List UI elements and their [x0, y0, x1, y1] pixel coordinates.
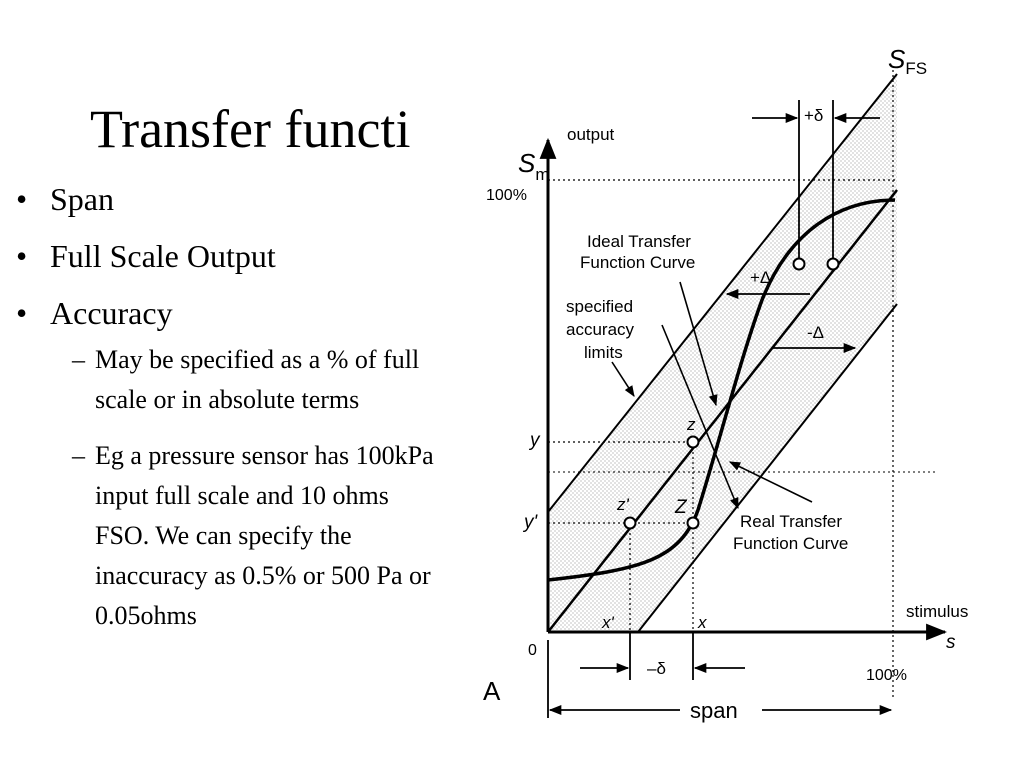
point-upper-right	[826, 257, 840, 271]
bullet-text: Accuracy	[50, 295, 173, 331]
s-fs-label: SFS	[888, 44, 927, 78]
real-curve-label-2: Function Curve	[733, 534, 848, 553]
real-curve-leader	[728, 461, 813, 503]
plus-big-delta-label: +Δ	[750, 268, 771, 287]
upper-accuracy-limit-line	[547, 73, 898, 513]
ideal-curve-leader	[679, 281, 718, 407]
lower-accuracy-limit-line	[637, 303, 898, 633]
bullet-text: Full Scale Output	[50, 238, 276, 274]
z-prime-label: z'	[616, 495, 630, 514]
accuracy-limits-leader-2	[661, 324, 739, 510]
accuracy-limits-leader	[611, 361, 635, 397]
accuracy-band	[548, 74, 897, 632]
origin-label: 0	[528, 642, 537, 659]
ideal-curve-label-2: Function Curve	[580, 253, 695, 272]
s-axis-label: s	[946, 632, 956, 653]
x-tick-label: x	[697, 613, 707, 632]
z-label: z	[686, 415, 696, 434]
x-100-percent-label: 100%	[866, 667, 907, 684]
minus-big-delta-label: -Δ	[807, 323, 824, 342]
accuracy-label-3: limits	[584, 343, 623, 362]
bullet-span: • Span	[14, 180, 434, 218]
bullet-marker: •	[16, 181, 28, 217]
bullet-accuracy: • Accuracy	[14, 294, 434, 332]
x-prime-tick-label: x'	[601, 613, 615, 632]
output-axis-label: output	[567, 125, 615, 144]
minus-delta-small-label: –δ	[647, 659, 666, 678]
bullet-marker: •	[16, 295, 28, 331]
point-z	[686, 435, 700, 449]
sub-bullet-marker: –	[72, 345, 85, 374]
big-z-label: Z	[674, 497, 688, 518]
sub-bullet-text: May be specified as a % of full scale or…	[95, 345, 420, 414]
slide-title: Transfer functi	[90, 99, 411, 159]
real-curve-label-1: Real Transfer	[740, 512, 842, 531]
point-upper-left	[792, 257, 806, 271]
sub-bullet-percent-full-scale: – May be specified as a % of full scale …	[14, 340, 434, 420]
ideal-curve-label-1: Ideal Transfer	[587, 232, 691, 251]
span-label: span	[690, 698, 738, 723]
accuracy-label-1: specified	[566, 297, 633, 316]
accuracy-label-2: accuracy	[566, 320, 635, 339]
bullet-list: • Span • Full Scale Output • Accuracy – …	[14, 180, 434, 636]
panel-label: A	[483, 676, 501, 706]
title-clip-mask	[466, 100, 478, 170]
bullet-text: Span	[50, 181, 114, 217]
sub-bullet-pressure-example: – Eg a pressure sensor has 100kPa input …	[14, 436, 434, 636]
sub-bullet-text: Eg a pressure sensor has 100kPa input fu…	[95, 441, 434, 630]
stimulus-axis-label: stimulus	[906, 602, 968, 621]
bullet-full-scale-output: • Full Scale Output	[14, 237, 434, 275]
point-z-prime	[623, 516, 637, 530]
point-big-z	[686, 516, 700, 530]
real-transfer-curve	[547, 198, 896, 582]
plus-delta-small-label: +δ	[804, 106, 823, 125]
y-tick-label: y	[528, 430, 541, 451]
bullet-marker: •	[16, 238, 28, 274]
y-100-percent-label: 100%	[486, 187, 527, 204]
sub-bullet-marker: –	[72, 441, 85, 470]
sm-label: Sm	[518, 148, 550, 184]
y-prime-tick-label: y'	[522, 512, 539, 533]
